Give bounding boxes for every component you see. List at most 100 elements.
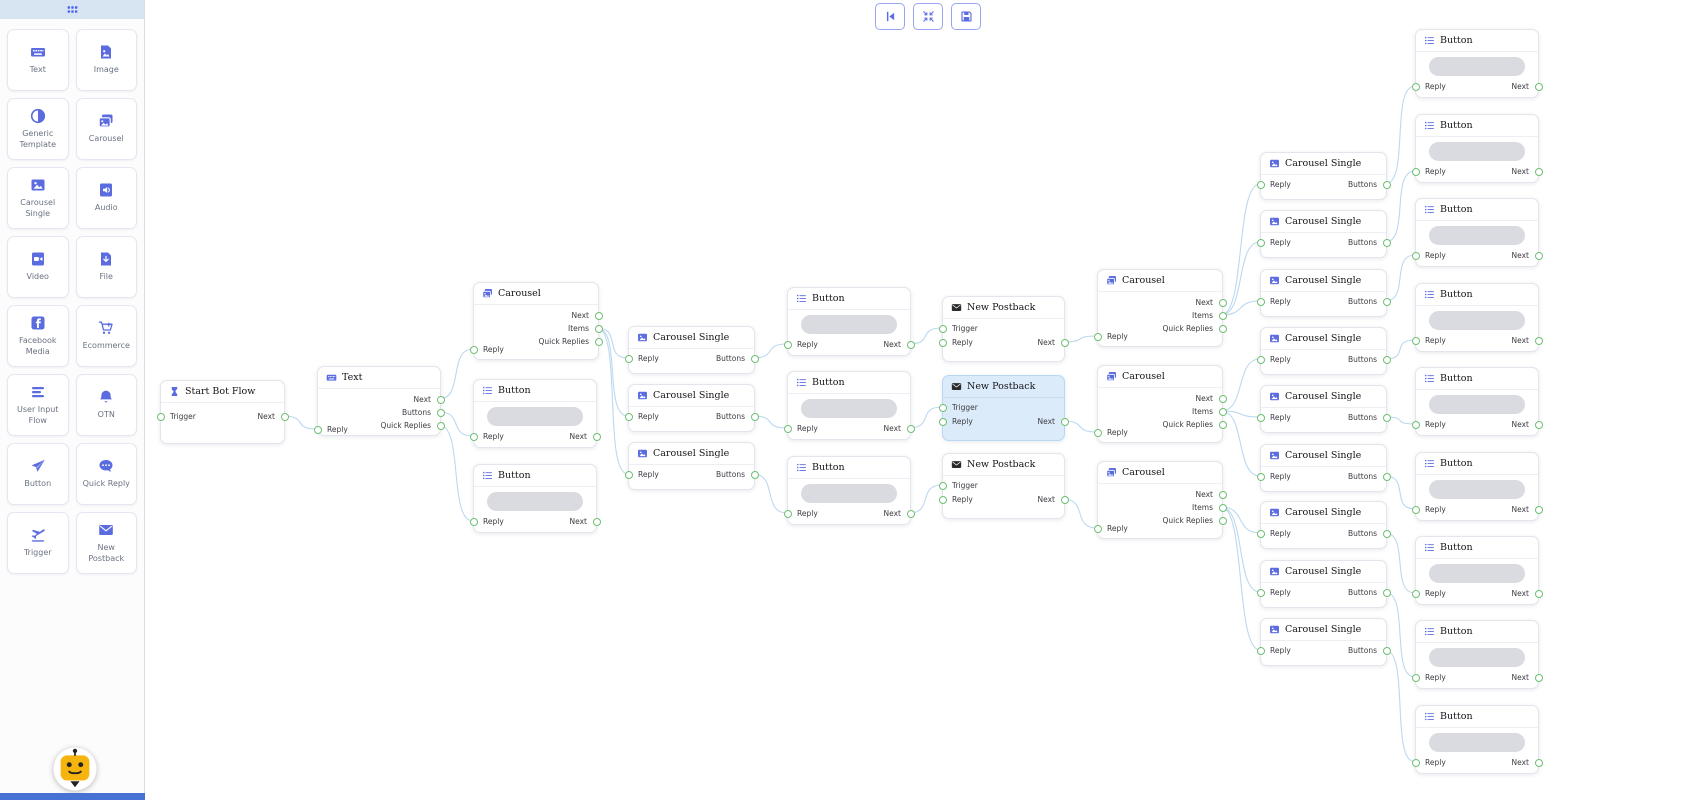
port-reply[interactable]: [1093, 428, 1102, 437]
port-reply[interactable]: [1093, 524, 1102, 533]
port-reply[interactable]: [1411, 167, 1420, 176]
port-reply[interactable]: [938, 495, 947, 504]
port-reply[interactable]: [624, 412, 633, 421]
port-items[interactable]: [594, 324, 603, 333]
port-reply[interactable]: [1256, 355, 1265, 364]
chat-widget-launcher[interactable]: [52, 746, 98, 792]
port-buttons[interactable]: [1382, 413, 1391, 422]
port-reply[interactable]: [1411, 420, 1420, 429]
port-reply[interactable]: [469, 345, 478, 354]
port-next[interactable]: [1534, 505, 1543, 514]
port-buttons[interactable]: [1382, 529, 1391, 538]
port-buttons[interactable]: [1382, 646, 1391, 655]
port-next[interactable]: [1534, 589, 1543, 598]
port-next[interactable]: [1534, 420, 1543, 429]
fit-view-button[interactable]: [913, 3, 943, 30]
palette-item-video[interactable]: Video: [7, 236, 69, 298]
port-buttons[interactable]: [750, 354, 759, 363]
port-trigger[interactable]: [156, 412, 165, 421]
port-items[interactable]: [1218, 407, 1227, 416]
port-next[interactable]: [592, 517, 601, 526]
palette-item-quick-reply[interactable]: Quick Reply: [75, 443, 137, 505]
go-to-start-button[interactable]: [875, 3, 905, 30]
grid-dots-icon[interactable]: [65, 3, 80, 16]
port-buttons[interactable]: [1382, 238, 1391, 247]
palette-item-user-input-flow[interactable]: User Input Flow: [7, 374, 69, 436]
port-next[interactable]: [1218, 298, 1227, 307]
port-buttons[interactable]: [1382, 355, 1391, 364]
port-reply[interactable]: [1411, 673, 1420, 682]
port-reply[interactable]: [1411, 82, 1420, 91]
port-reply[interactable]: [1256, 472, 1265, 481]
port-reply[interactable]: [938, 338, 947, 347]
port-trigger[interactable]: [938, 324, 947, 333]
palette-item-image[interactable]: Image: [75, 29, 137, 91]
palette-item-audio[interactable]: Audio: [75, 167, 137, 229]
port-reply[interactable]: [1411, 336, 1420, 345]
port-items[interactable]: [1218, 503, 1227, 512]
port-next[interactable]: [436, 395, 445, 404]
port-quick-replies[interactable]: [1218, 516, 1227, 525]
port-reply[interactable]: [1256, 180, 1265, 189]
port-reply[interactable]: [1411, 251, 1420, 260]
port-buttons[interactable]: [1382, 297, 1391, 306]
port-next[interactable]: [906, 340, 915, 349]
palette-item-ecommerce[interactable]: Ecommerce: [75, 305, 137, 367]
port-reply[interactable]: [1411, 758, 1420, 767]
port-next[interactable]: [1218, 490, 1227, 499]
port-reply[interactable]: [1256, 297, 1265, 306]
palette-item-otn[interactable]: OTN: [75, 374, 137, 436]
port-reply[interactable]: [1093, 332, 1102, 341]
port-buttons[interactable]: [1382, 472, 1391, 481]
palette-item-button[interactable]: Button: [7, 443, 69, 505]
port-next[interactable]: [1060, 495, 1069, 504]
port-next[interactable]: [594, 311, 603, 320]
port-next[interactable]: [280, 412, 289, 421]
palette-item-facebook-media[interactable]: Facebook Media: [7, 305, 69, 367]
port-reply[interactable]: [1256, 529, 1265, 538]
port-reply[interactable]: [1256, 588, 1265, 597]
palette-item-trigger[interactable]: Trigger: [7, 512, 69, 574]
port-reply[interactable]: [1256, 238, 1265, 247]
palette-item-text[interactable]: Text: [7, 29, 69, 91]
port-reply[interactable]: [1256, 646, 1265, 655]
port-next[interactable]: [1060, 417, 1069, 426]
port-next[interactable]: [1534, 758, 1543, 767]
port-reply[interactable]: [783, 340, 792, 349]
palette-item-file[interactable]: File: [75, 236, 137, 298]
port-reply[interactable]: [313, 425, 322, 434]
port-next[interactable]: [1534, 82, 1543, 91]
port-next[interactable]: [592, 432, 601, 441]
port-items[interactable]: [1218, 311, 1227, 320]
save-button[interactable]: [951, 3, 981, 30]
port-quick-replies[interactable]: [436, 421, 445, 430]
port-trigger[interactable]: [938, 403, 947, 412]
port-next[interactable]: [1534, 673, 1543, 682]
